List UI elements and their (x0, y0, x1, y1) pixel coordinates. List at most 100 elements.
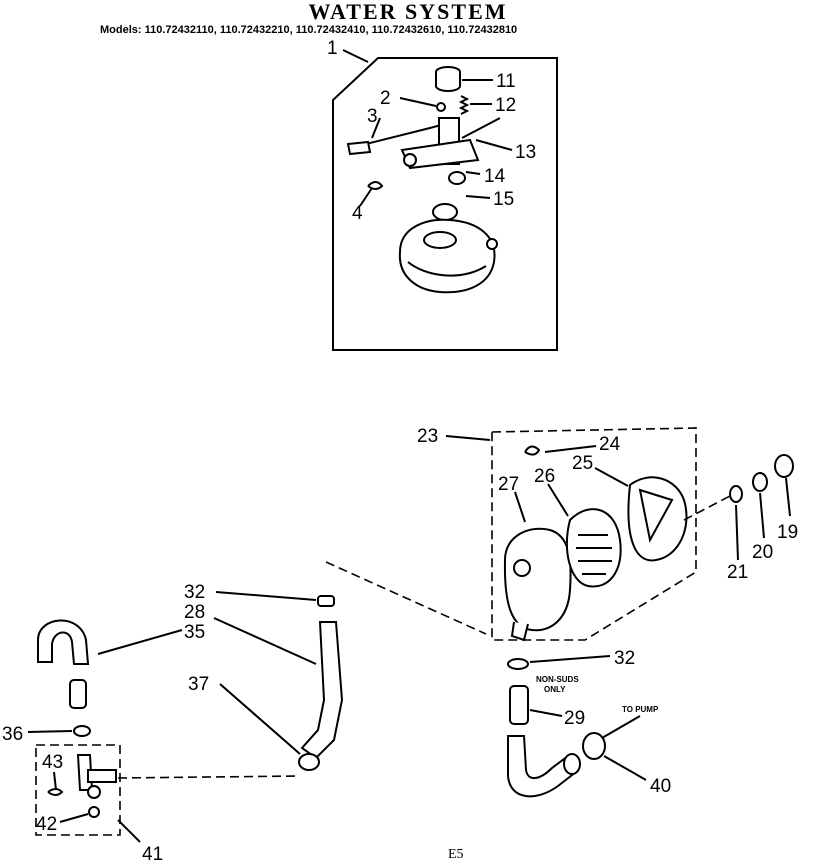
filter-assembly-group (445, 427, 794, 642)
callout-3: 3 (367, 106, 378, 127)
note-non-suds: NON-SUDS (536, 675, 579, 684)
part-26-screen-mesh (576, 534, 612, 575)
callout-12: 12 (495, 95, 516, 116)
valve-assembly-group (332, 49, 558, 351)
valve-diaphragm (432, 203, 458, 221)
leader-29 (529, 709, 563, 717)
leader-24 (544, 445, 597, 453)
siphon-group (27, 619, 183, 843)
callout-23: 23 (417, 426, 438, 447)
leader-41 (117, 819, 141, 843)
part-29-hose-stub (509, 685, 529, 725)
valve-housing (398, 218, 496, 294)
part-4-clip (367, 181, 384, 190)
leader-19 (785, 477, 791, 517)
callout-28: 28 (184, 602, 205, 623)
leader-42 (59, 813, 89, 823)
leader-35 (97, 629, 183, 655)
assembly-box-41 (35, 744, 121, 836)
callout-37: 37 (188, 674, 209, 695)
leader-21 (735, 504, 739, 561)
callout-21: 21 (727, 562, 748, 583)
callout-labels: 1 2 3 4 11 12 13 14 15 23 24 25 26 27 19… (2, 38, 798, 865)
part-29-hose-end (563, 753, 581, 775)
leader-20 (759, 492, 765, 539)
hose-28-group (117, 561, 487, 779)
leader-26 (547, 483, 569, 517)
callout-41: 41 (142, 844, 163, 865)
leader-23 (445, 435, 491, 441)
callout-14: 14 (484, 166, 506, 187)
callout-32-lower: 32 (614, 648, 635, 669)
bracket-knob (403, 153, 417, 167)
part-27-outlet (510, 621, 529, 642)
leader-2 (399, 97, 437, 107)
callout-20: 20 (752, 542, 773, 563)
leader-36 (27, 730, 73, 733)
part-24-clip (524, 445, 541, 456)
leader-27 (514, 491, 526, 523)
callout-4: 4 (352, 203, 363, 224)
leader-4 (359, 187, 373, 207)
part-32-connector-upper (317, 595, 335, 607)
leader-1 (342, 49, 369, 63)
leader-14 (465, 171, 481, 175)
callout-35: 35 (184, 622, 205, 643)
part-35-hose-bend (37, 619, 90, 665)
part-19-nut (774, 454, 794, 478)
note-to-pump: TO PUMP (622, 705, 659, 714)
callout-36: 36 (2, 724, 23, 745)
part-11-cap-body (435, 72, 461, 92)
part-36-clamp (73, 725, 91, 737)
callout-27: 27 (498, 474, 519, 495)
callout-43: 43 (42, 752, 63, 773)
part-28-hose (300, 621, 344, 760)
part-37-fitting (298, 753, 320, 771)
assembly-box-1 (332, 57, 558, 351)
callout-2: 2 (380, 88, 391, 109)
leader-13 (475, 139, 513, 151)
callout-1: 1 (327, 38, 338, 59)
page-code: E5 (448, 847, 464, 862)
path-to-filter (325, 561, 487, 635)
part-27-boss (513, 559, 531, 577)
housing-rib (407, 261, 487, 277)
note-only: ONLY (544, 685, 566, 694)
pump-hose-group (507, 655, 647, 798)
assembly-axis (683, 495, 731, 521)
part-35-hose-stub (69, 679, 87, 709)
part-40-clamp (582, 732, 606, 760)
part-27-cover (503, 527, 572, 632)
part-13-arm (461, 117, 501, 139)
part-12-spring (458, 95, 470, 115)
part-3-lever-tip (346, 140, 372, 156)
callout-19: 19 (777, 522, 798, 543)
leader-40 (603, 755, 647, 781)
part-20-washer (752, 472, 768, 492)
callout-42: 42 (36, 814, 57, 835)
callout-29: 29 (564, 708, 585, 729)
part-2-ring (436, 102, 446, 112)
part-41-tee-node (87, 785, 101, 799)
part-41-tee-arm (87, 769, 117, 783)
leader-to-pump (601, 715, 641, 739)
callout-32-upper: 32 (184, 582, 205, 603)
leader-32-upper (215, 591, 317, 601)
housing-port (486, 238, 498, 250)
leader-43 (53, 771, 57, 791)
diagram-title: WATER SYSTEM (308, 0, 508, 24)
part-21-washer (729, 485, 743, 503)
path-to-tee (117, 775, 301, 779)
callout-24: 24 (599, 434, 621, 455)
part-43-clip (47, 788, 64, 796)
part-42-cap (88, 806, 100, 818)
callout-25: 25 (572, 453, 593, 474)
leader-15 (465, 195, 491, 199)
callout-13: 13 (515, 142, 536, 163)
callout-15: 15 (493, 189, 514, 210)
leader-25 (594, 467, 629, 487)
assembly-box-23 (491, 427, 697, 641)
leader-32-lower (529, 655, 611, 663)
leader-37 (219, 683, 301, 755)
part-25-flap (638, 488, 674, 543)
